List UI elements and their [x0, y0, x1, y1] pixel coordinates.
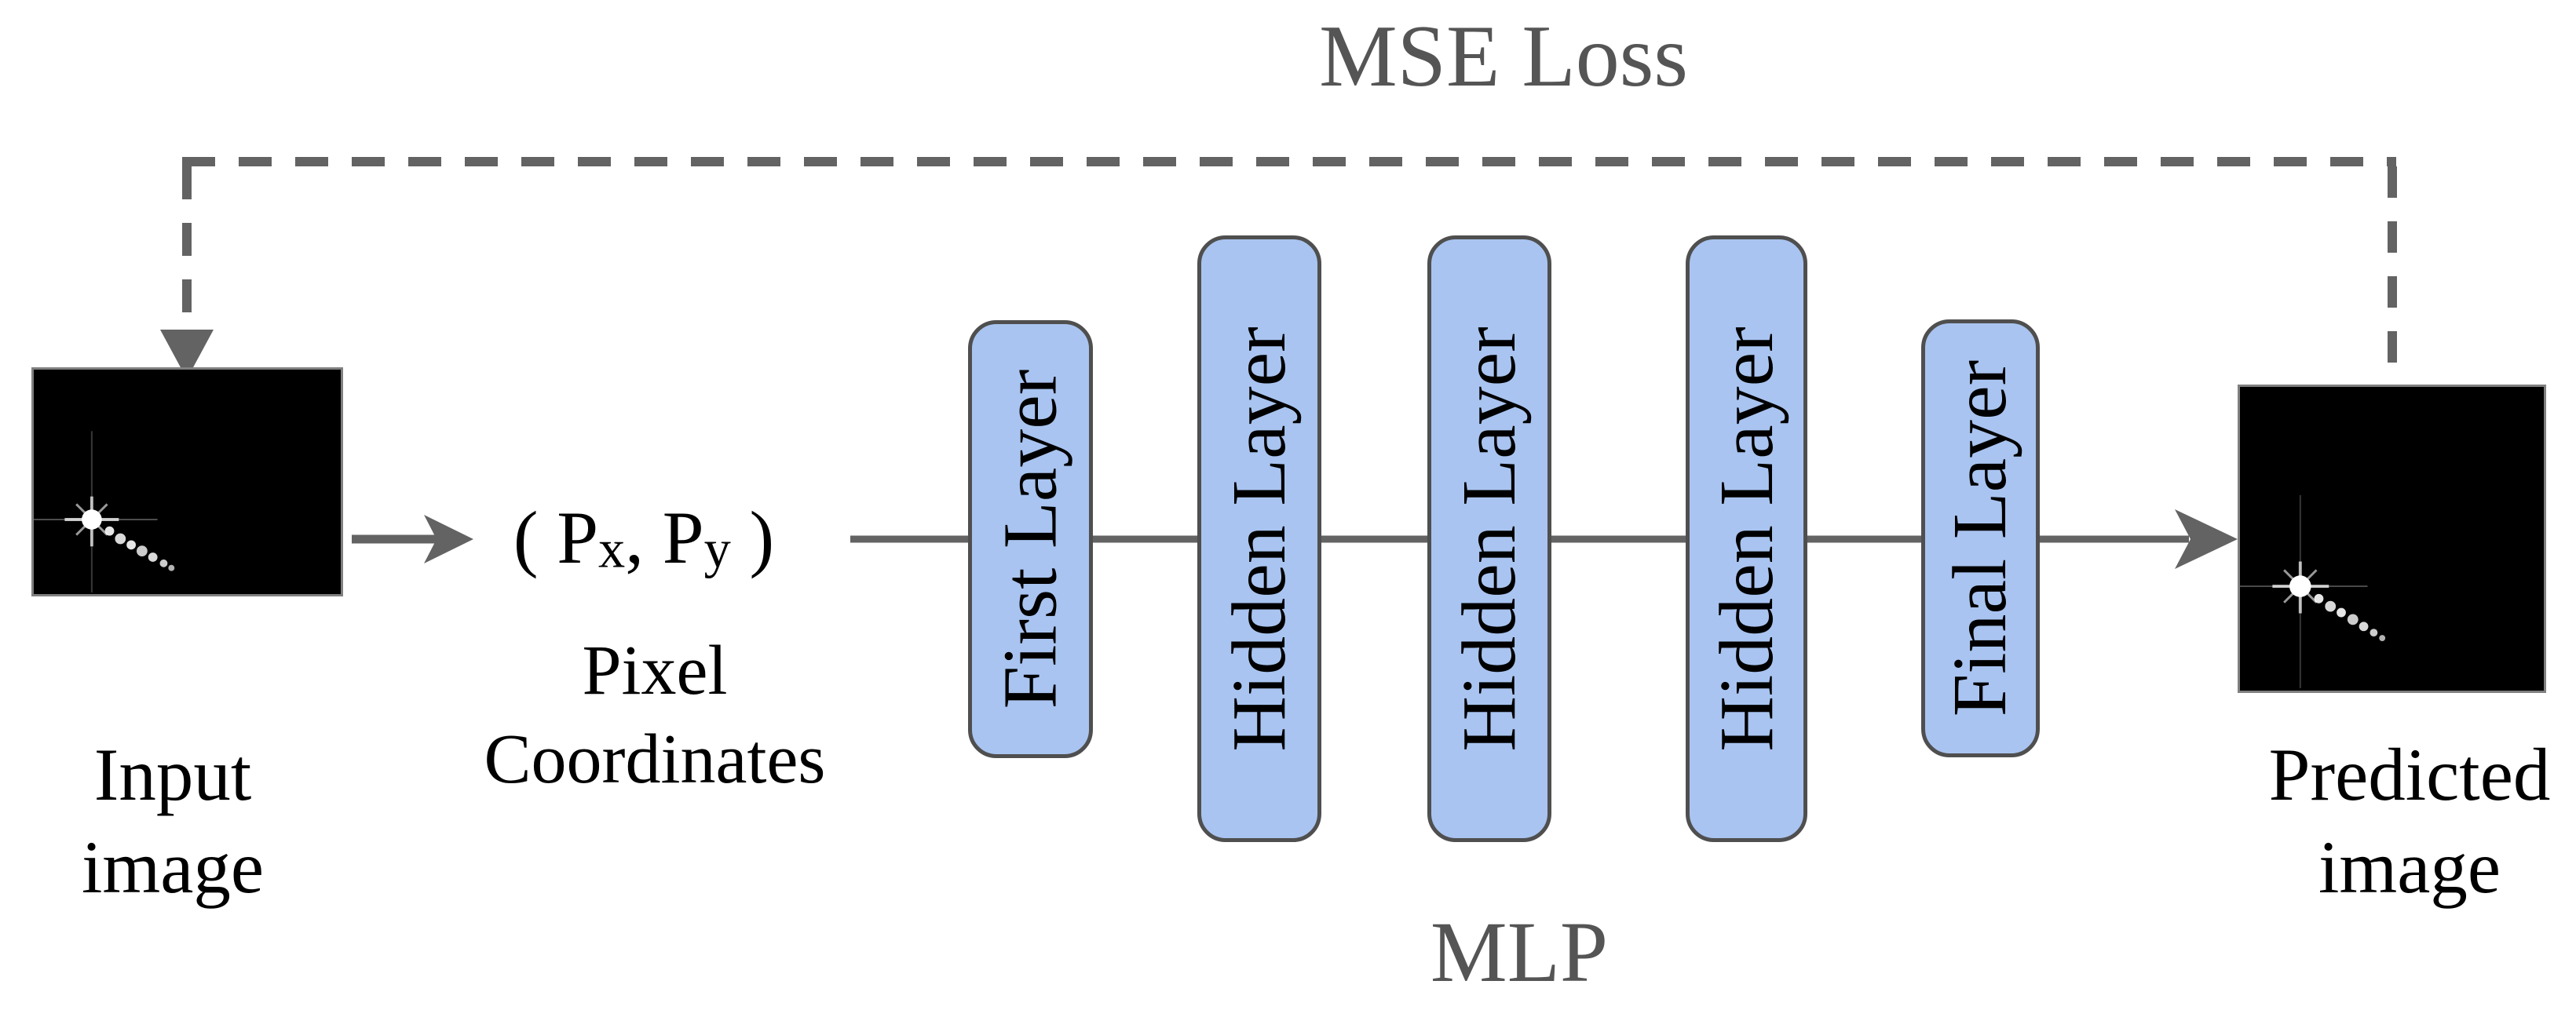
coords-close: ): [730, 496, 775, 579]
layer-box-hidden-layer-2: Hidden Layer: [1427, 235, 1551, 842]
starburst-graphic: [2240, 494, 2386, 689]
predicted-label-line1: Predicted: [2268, 733, 2551, 816]
arrow-right-icon: [2175, 509, 2238, 569]
layer-label: First Layer: [988, 369, 1073, 709]
mlp-title: MLP: [1430, 904, 1609, 1000]
coords-caption-line1: Pixel: [582, 632, 728, 709]
input-image-label: Input image: [16, 728, 330, 913]
coords-sub-x: x: [598, 519, 626, 579]
layer-label: Final Layer: [1938, 359, 2023, 717]
predicted-image-thumbnail: [2238, 385, 2546, 693]
layer-box-hidden-layer-3: Hidden Layer: [1686, 235, 1807, 842]
layer-label: Hidden Layer: [1704, 326, 1789, 752]
arrow-right-icon: [424, 515, 473, 563]
input-label-line1: Input: [93, 733, 252, 816]
pixel-coordinates-caption: Pixel Coordinates: [419, 626, 890, 804]
pixel-coordinates-value: ( Px, Py ): [487, 494, 801, 581]
layer-label: Hidden Layer: [1217, 326, 1302, 752]
coords-caption-line2: Coordinates: [484, 720, 826, 798]
coords-comma: , P: [625, 496, 704, 579]
arrowhead-down-icon: [160, 330, 214, 379]
starburst-graphic: [34, 431, 175, 593]
layer-box-first-layer: First Layer: [968, 320, 1093, 758]
input-label-line2: image: [81, 826, 265, 909]
layer-box-final-layer: Final Layer: [1921, 319, 2040, 757]
predicted-image-label: Predicted image: [2213, 728, 2576, 913]
coords-open: ( P: [513, 496, 599, 579]
coords-sub-y: y: [703, 519, 731, 579]
layer-label: Hidden Layer: [1447, 326, 1532, 752]
predicted-label-line2: image: [2318, 826, 2501, 909]
layer-box-hidden-layer-1: Hidden Layer: [1197, 235, 1321, 842]
mse-loss-title: MSE Loss: [1319, 8, 1688, 105]
input-image-thumbnail: [31, 367, 343, 596]
